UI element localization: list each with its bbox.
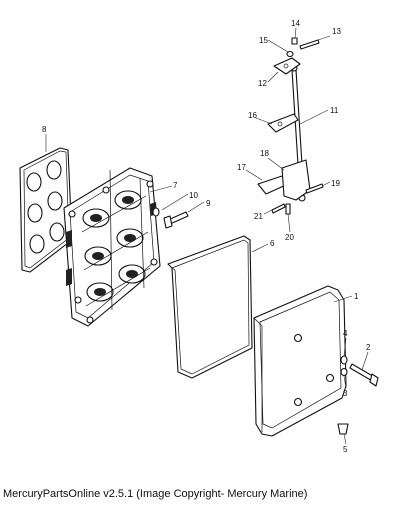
- callout-18: 18: [260, 149, 269, 158]
- callout-9: 9: [206, 199, 211, 208]
- pin-20: [285, 203, 291, 215]
- image-caption: MercuryPartsOnline v2.5.1 (Image Copyrig…: [3, 488, 308, 500]
- callout-7: 7: [173, 181, 178, 190]
- callout-19: 19: [331, 179, 340, 188]
- parts-diagram: 1 2 3 4 5 6 7 8 9 10 11 12 13 14 15 16 1…: [19, 19, 379, 454]
- bolt-9: [163, 211, 189, 229]
- callout-14: 14: [291, 19, 300, 28]
- cover-gasket-6: [167, 235, 253, 379]
- callout-1: 1: [354, 292, 359, 301]
- callout-6: 6: [270, 239, 275, 248]
- callout-20: 20: [285, 233, 294, 242]
- callout-15: 15: [259, 36, 268, 45]
- callout-21: 21: [254, 212, 263, 221]
- washer-4: [340, 355, 348, 365]
- arm-18: [281, 159, 311, 201]
- callout-2: 2: [366, 343, 371, 352]
- bolt-2: [349, 363, 379, 387]
- callout-4: 4: [343, 329, 348, 338]
- lever-12: [273, 57, 301, 75]
- callout-3: 3: [343, 389, 348, 398]
- callout-10: 10: [189, 191, 198, 200]
- grommet-5: [337, 423, 349, 435]
- screw-19: [305, 183, 324, 194]
- washer-3: [340, 367, 348, 377]
- callout-12: 12: [258, 79, 267, 88]
- screw-13: [299, 39, 320, 50]
- washer-10: [152, 207, 160, 217]
- screw-21: [271, 203, 286, 214]
- callout-5: 5: [343, 445, 348, 454]
- nut-14: [291, 37, 298, 45]
- leader-lines: [45, 27, 369, 445]
- callout-11: 11: [330, 106, 339, 115]
- cover-1: [253, 285, 347, 437]
- lever-16: [267, 113, 299, 133]
- washer-15: [286, 50, 294, 58]
- callout-17: 17: [237, 163, 246, 172]
- callout-16: 16: [248, 111, 257, 120]
- intake-plate-7: [63, 167, 161, 327]
- callout-8: 8: [42, 125, 47, 134]
- callout-13: 13: [332, 27, 341, 36]
